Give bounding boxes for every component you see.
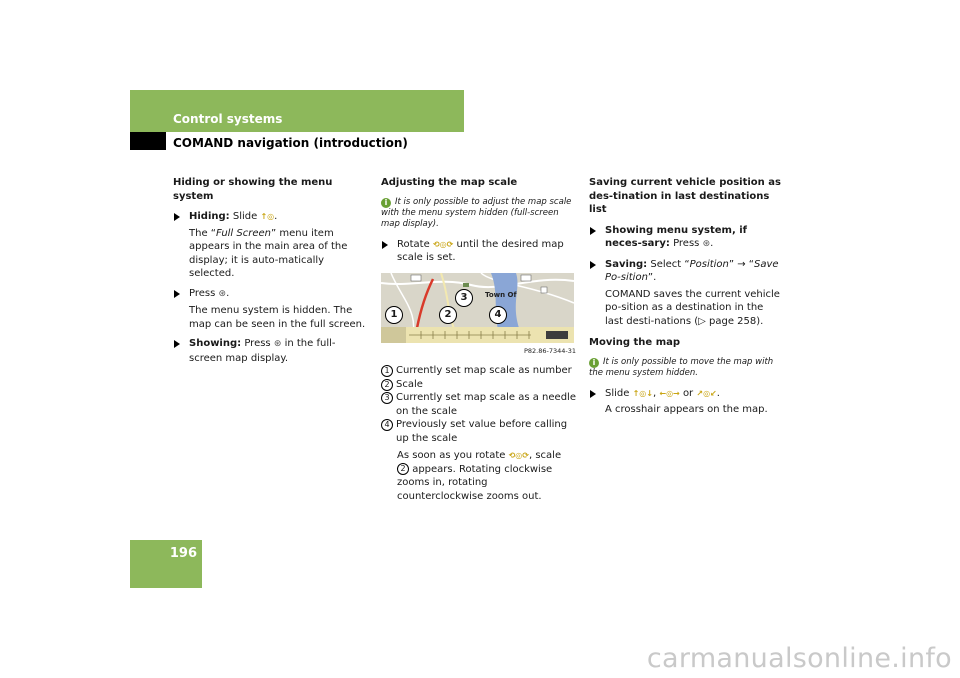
controller-press-icon: ⊛ [702,239,711,249]
bullet-arrow-icon [590,226,596,235]
page-number-box: 196 [130,540,202,588]
column-3: Saving current vehicle position as des-t… [589,176,784,423]
callout-1: 1 [385,305,403,324]
controller-press-icon: ⊛ [273,339,282,349]
info-icon: i [381,197,391,208]
callout-3: 3 [455,288,473,307]
crosshair-detail: A crosshair appears on the map. [605,404,768,415]
header-band [130,90,464,132]
bullet-arrow-icon [174,213,180,221]
map-screenshot: Town Of 1 2 3 4 [381,272,574,343]
step-show-menu: Showing menu system, if neces-sary: Pres… [589,224,784,252]
bullet-arrow-icon [174,289,180,298]
press-detail: The menu system is hidden. The map can b… [189,305,366,330]
controller-press-icon: ⊛ [218,288,227,299]
section-title: Control systems [173,112,283,126]
page-number: 196 [169,546,197,561]
scale-ref-number: 2 [397,462,409,475]
bullet-arrow-icon [174,340,180,348]
bullet-arrow-icon [590,260,596,269]
step-saving: Saving: Select “Position” → “Save Po-sit… [589,258,784,285]
step-showing: Showing: Press ⊛ in the full-screen map … [173,337,368,365]
saving-detail: COMAND saves the current vehicle po-siti… [605,288,780,327]
step-slide: Slide ↑◎↓, ←◎→ or ↗◎↙. [589,387,784,401]
map-caption: P82.86-7344-31 [523,346,576,355]
controller-rotate-icon: ⟲◎⟳ [432,239,454,249]
callout-2: 2 [439,305,457,324]
map-image: Town Of [381,272,574,343]
heading-hide-show: Hiding or showing the menu system [173,177,333,202]
section-subtitle: COMAND navigation (introduction) [173,136,408,150]
map-town-label: Town Of [485,291,517,299]
step-rotate: Rotate ⟲◎⟳ until the desired map scale i… [381,238,576,265]
header-marker [130,132,166,150]
column-1: Hiding or showing the menu system Hiding… [173,176,368,368]
step-press: Press ⊛. [173,287,368,302]
callout-4: 4 [489,305,507,324]
controller-rotate-icon: ⟲◎⟳ [508,451,529,460]
controller-slide-updown-icon: ↑◎↓ [632,388,653,398]
footer-watermark: carmanualsonline.info [646,643,952,674]
info-icon: i [589,357,599,368]
bullet-arrow-icon [590,389,596,398]
bullet-arrow-icon [382,240,388,249]
hiding-detail: The “Full Screen” menu item appears in t… [189,227,348,280]
controller-slide-diagonal-icon: ↗◎↙ [696,388,717,398]
heading-moving-map: Moving the map [589,337,681,348]
zoom-detail: As soon as you rotate ⟲◎⟳, scale 2 appea… [397,450,562,502]
heading-map-scale: Adjusting the map scale [381,177,518,188]
step-hiding: Hiding: Slide ↑◎. [173,210,368,224]
controller-slide-up-icon: ↑◎ [260,212,275,221]
heading-save-position: Saving current vehicle position as des-t… [589,177,781,215]
controller-slide-leftright-icon: ←◎→ [659,388,680,398]
